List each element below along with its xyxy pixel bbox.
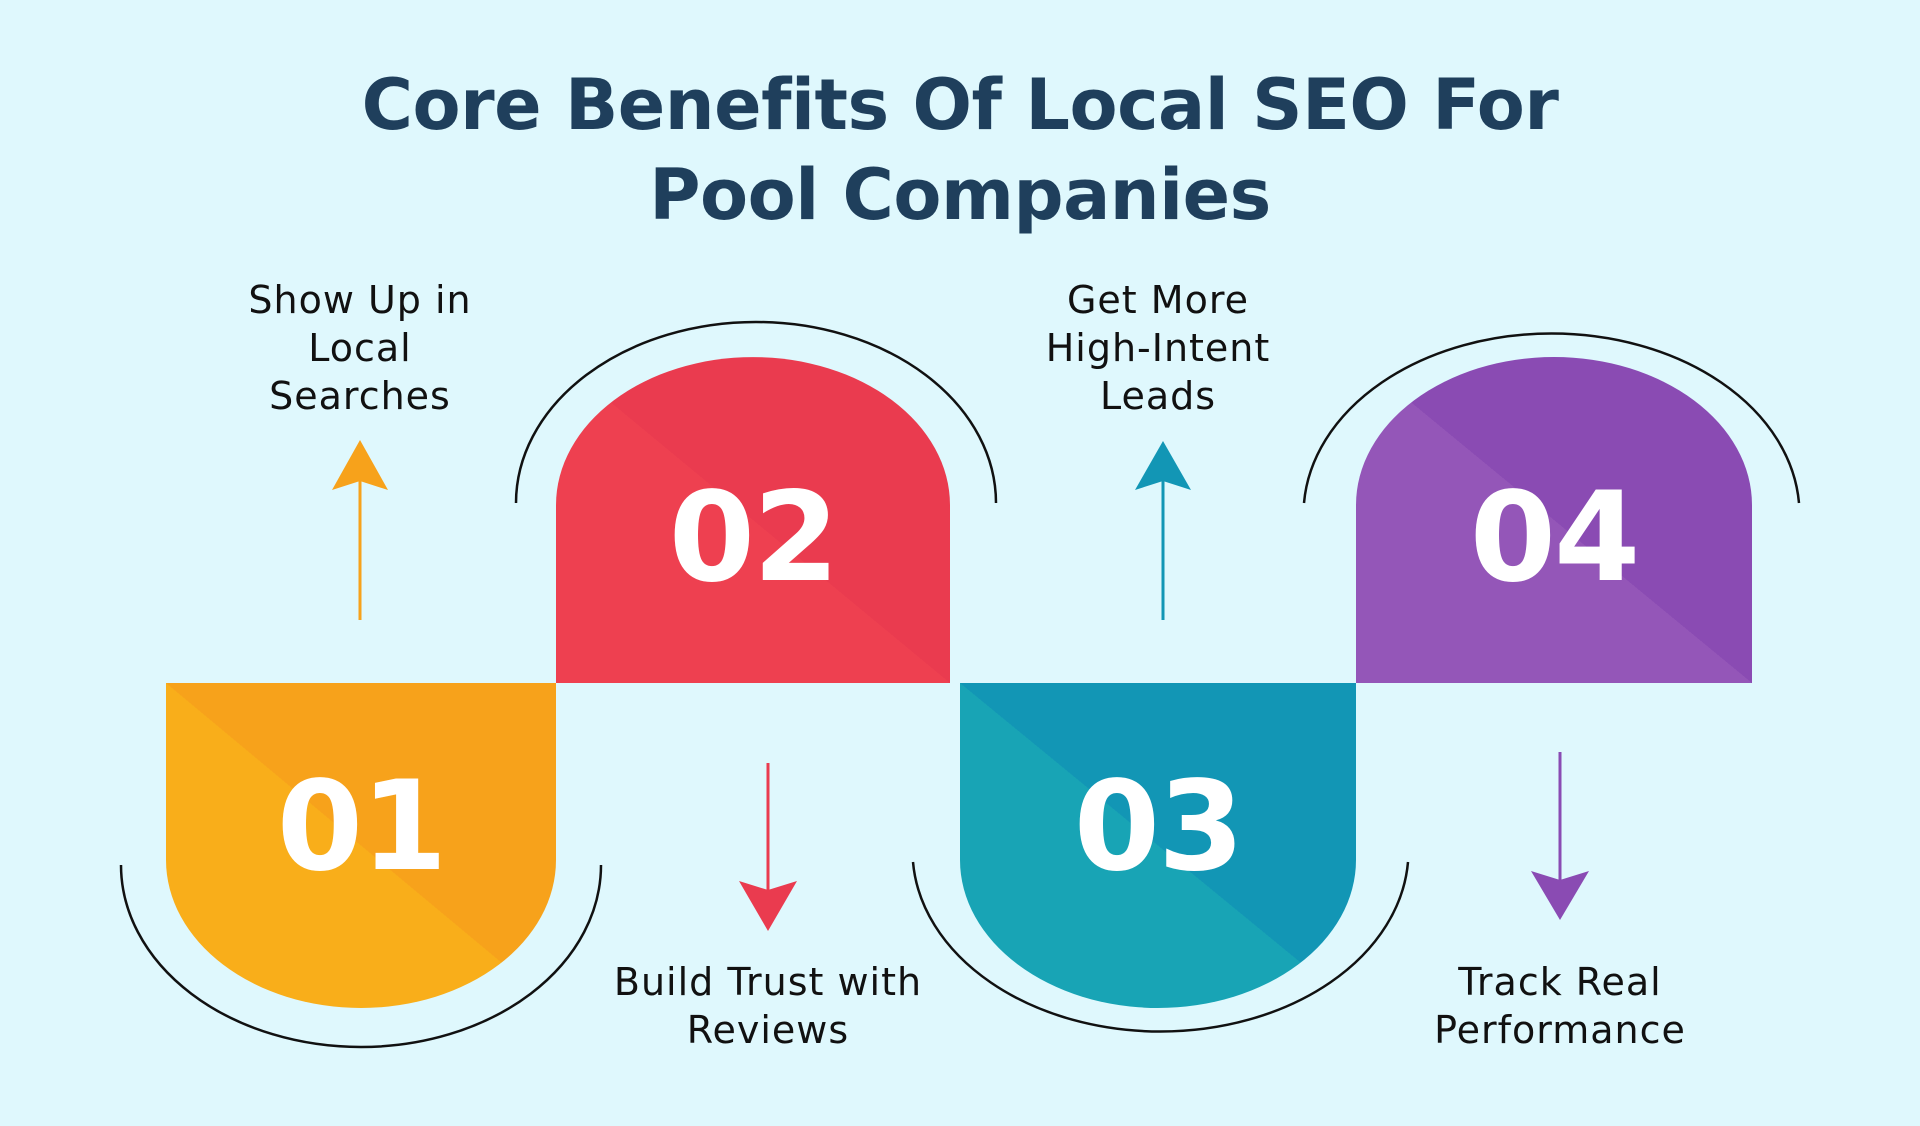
step-02-arc [514,320,998,504]
title-line-1: Core Benefits Of Local SEO For [361,64,1559,146]
step-04-arc [1302,332,1801,504]
step-02-label: Build Trust with Reviews [613,960,923,1052]
step-04-label: Track Real Performance [1434,960,1686,1052]
step-01-label: Show Up in Local Searches [248,278,472,418]
arrow-up-icon [1135,441,1191,620]
step-01-shape [166,683,556,1008]
step-03-number: 03 [1073,755,1245,899]
step-03-label: Get More High-Intent Leads [1045,278,1271,418]
step-02-shape [556,357,950,683]
arrow-down-icon [739,763,797,931]
step-03-shape [960,683,1356,1008]
title-line-2: Pool Companies [649,154,1271,236]
step-01-number: 01 [276,755,448,899]
arrow-down-icon [1531,752,1589,920]
arrow-up-icon [332,440,388,620]
step-02-number: 02 [668,466,840,610]
step-03-arc [911,861,1410,1033]
step-04-number: 04 [1469,466,1641,610]
page-title: Core Benefits Of Local SEO For Pool Comp… [0,60,1920,240]
step-04-shape [1356,357,1752,683]
step-01-arc [119,864,603,1049]
